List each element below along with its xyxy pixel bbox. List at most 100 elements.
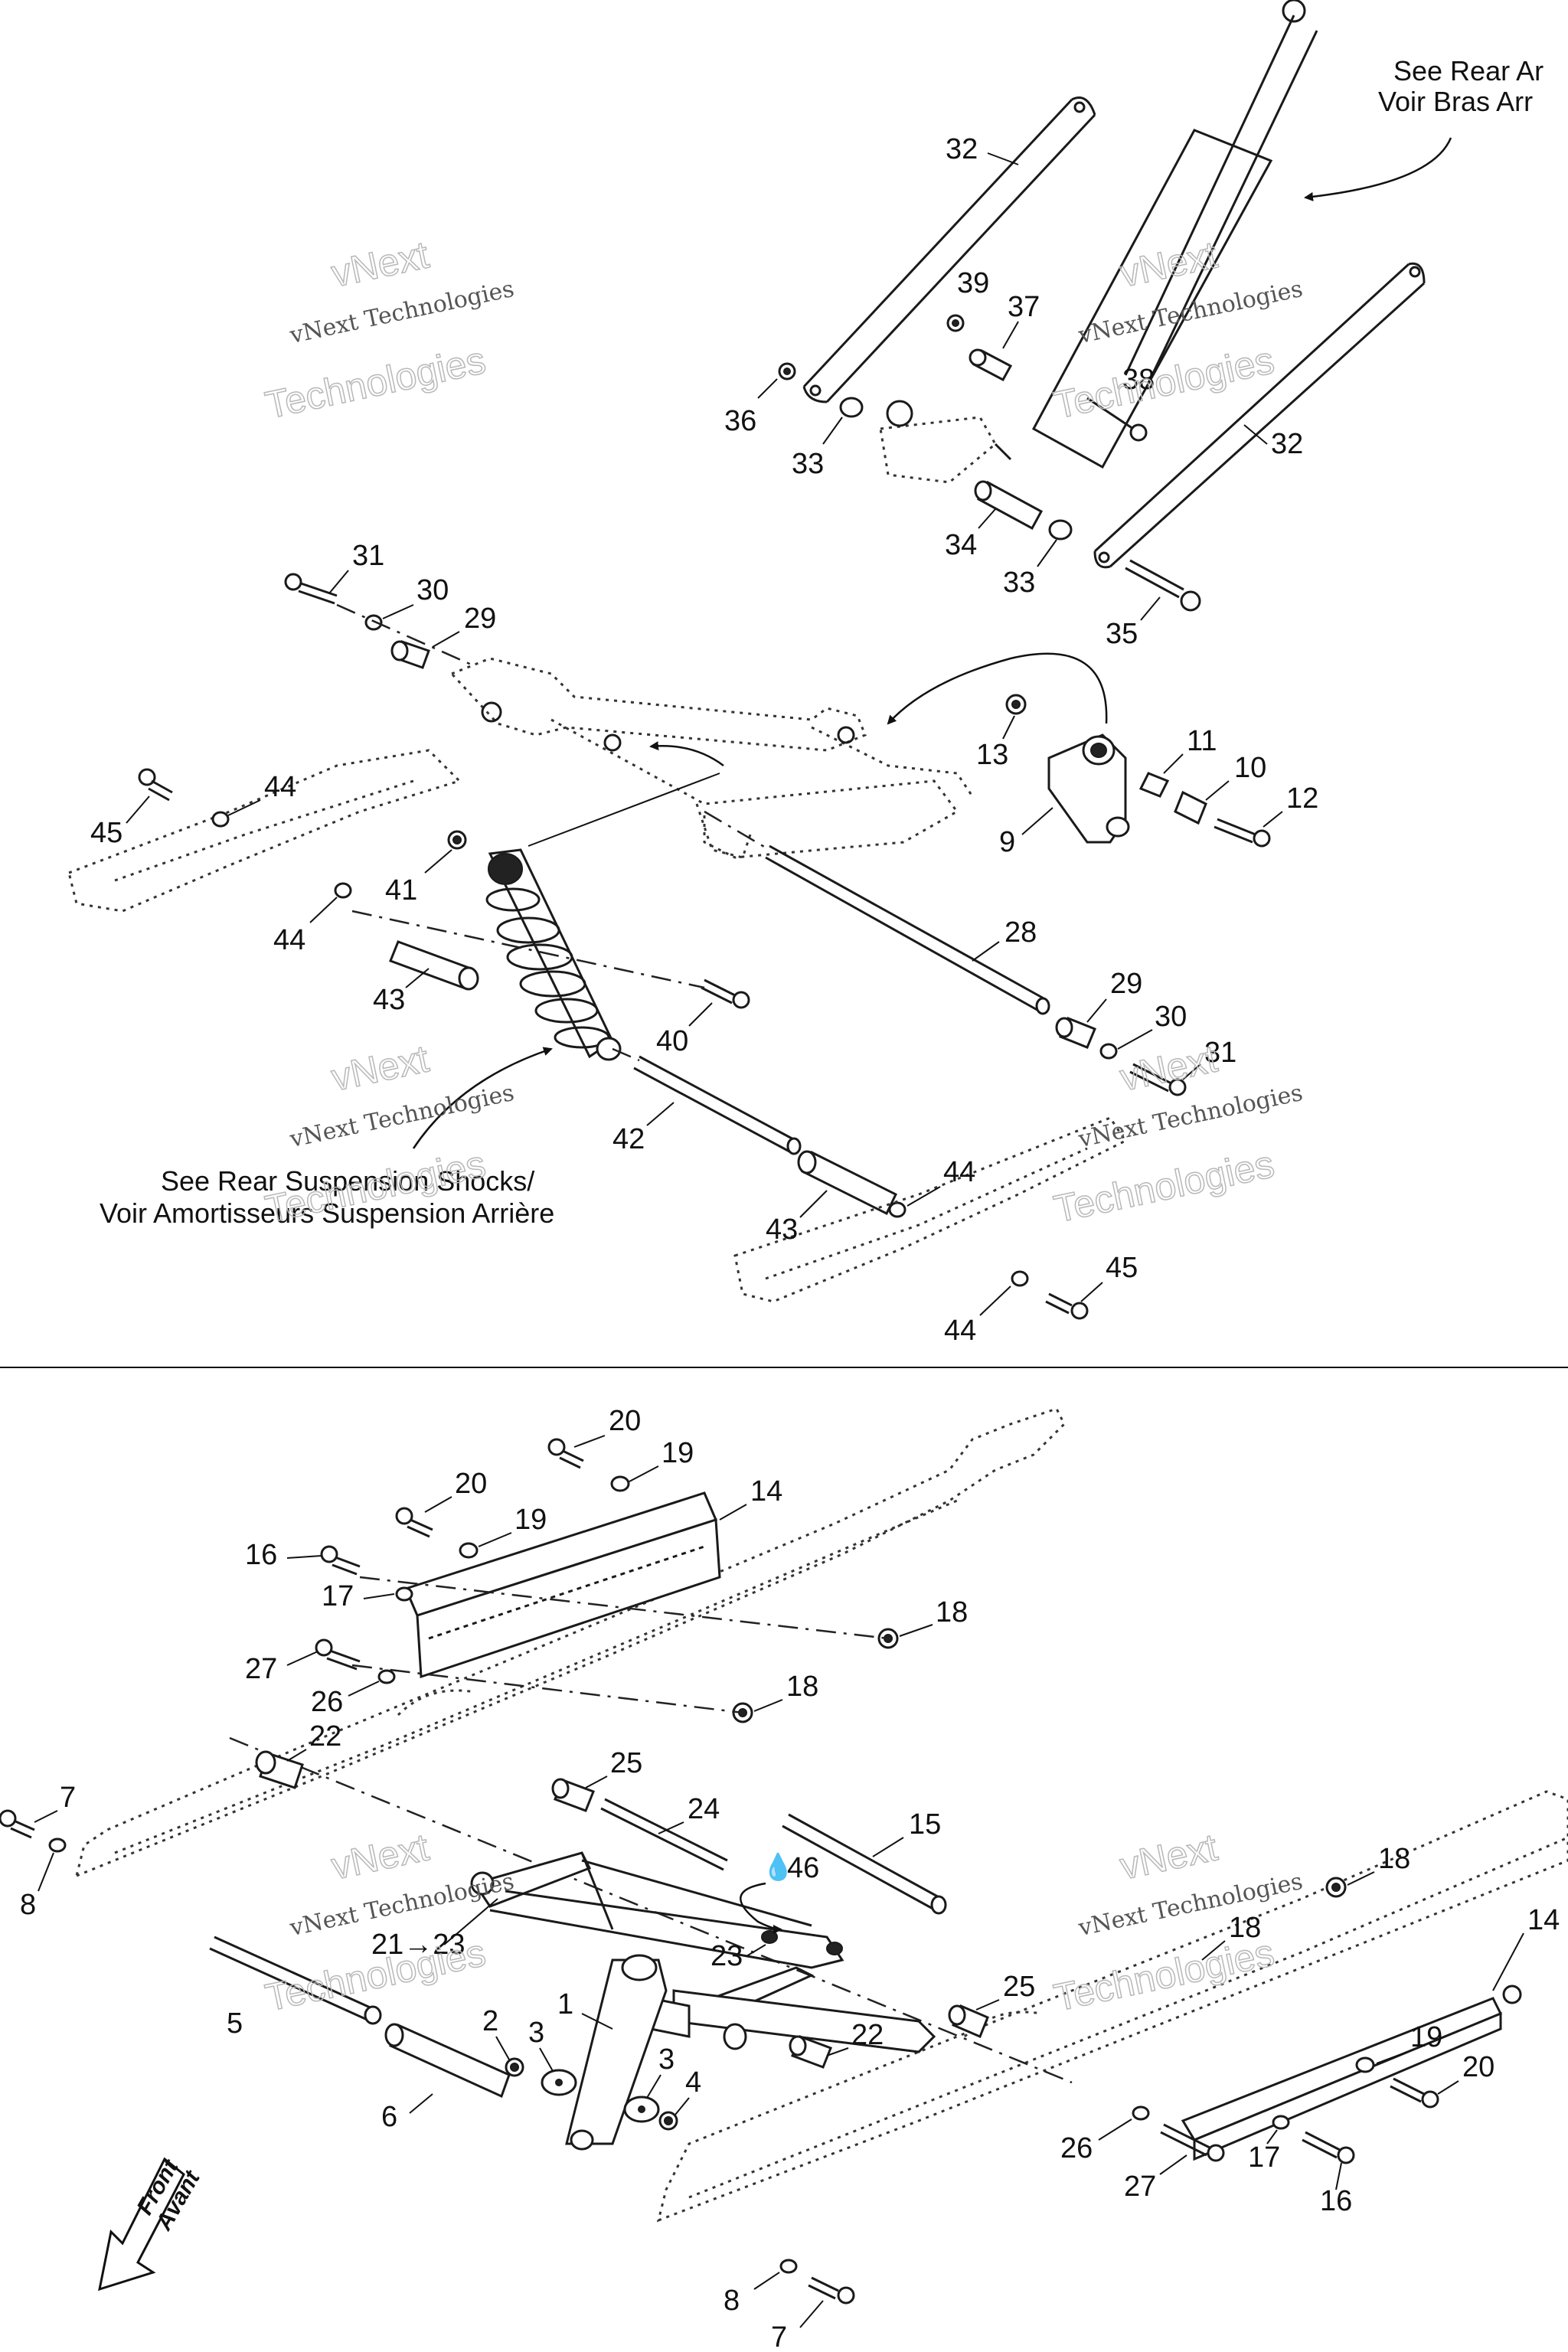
callout-20a: 20 [609,1405,641,1437]
watermark-1: vNext vNext Technologies Technologies [261,233,517,428]
callout-8a: 8 [20,1889,36,1921]
washer-17-a [395,1586,413,1602]
callout-25a: 25 [610,1747,642,1779]
watermark-line: vNext Technologies [1076,1080,1305,1153]
bushing-22-right [789,2035,832,2069]
callout-35: 35 [1106,618,1138,650]
shaft-15 [782,1813,947,1915]
bolt-27-a [315,1638,361,1671]
callout-18b: 18 [786,1671,818,1703]
bolt-35 [1125,559,1201,612]
note-rear-arm-line2: Voir Bras Arr [1378,86,1533,117]
rear-arm-middle-assembly: 31 30 29 13 11 10 12 9 44 45 41 44 28 43… [67,540,1318,1347]
nut-18-c [1325,1877,1347,1898]
bushing-22-left [255,1750,304,1789]
bracket-9 [1047,733,1130,844]
callout-26a: 26 [311,1686,343,1718]
slide-rail-lower-assembly: 💧 Front Avant 20 19 [0,1405,1568,2352]
bolt-31-right [1129,1063,1187,1096]
callout-11: 11 [1187,725,1217,757]
washer-44-upper [211,811,230,828]
callout-43a: 43 [373,984,405,1016]
callout-23: 23 [710,1940,743,1972]
callout-3b: 3 [658,2043,675,2076]
callout-45a: 45 [90,817,122,849]
callout-8b: 8 [724,2285,740,2317]
front-direction-arrow: Front Avant [98,2154,206,2292]
callout-17b: 17 [1248,2141,1280,2174]
note-rear-arm-line1: See Rear Ar [1393,55,1544,87]
nut-4 [658,2111,678,2131]
washer-30-left [364,614,383,631]
callout-18c: 18 [1378,1843,1410,1875]
callout-42: 42 [612,1123,645,1155]
sleeve-34 [974,480,1044,531]
watermark-top: vNext [1116,1825,1221,1887]
callout-6: 6 [381,2101,397,2133]
callout-16b: 16 [1320,2185,1352,2217]
bushing-25-upper [551,1778,595,1812]
bolt-7-lower [808,2276,855,2305]
callout-40: 40 [656,1025,688,1057]
spacer-10 [1174,790,1207,825]
callout-45b: 45 [1106,1252,1138,1284]
bolt-31-left [284,573,338,605]
shaft-28 [765,844,1050,1015]
bolt-27-b [1160,2123,1225,2162]
callout-10: 10 [1234,752,1266,784]
callout-18d: 18 [1229,1912,1261,1944]
nut-2 [505,2057,524,2077]
spacer-43-left [389,940,479,991]
washer-33-lower [1048,519,1073,541]
spacer-6 [384,2023,511,2099]
rear-shock-background-part [1031,0,1318,469]
callout-36: 36 [724,405,756,437]
link-rod-32-lower [1093,262,1426,569]
callout-38: 38 [1122,364,1155,396]
slider-14-upper [403,1491,721,1679]
bushing-25-lower [948,2004,989,2038]
watermark-5: vNext vNext Technologies Technologies [261,1825,516,2020]
watermark-line: vNext Technologies [287,276,517,349]
hardware-36 [778,362,796,381]
callout-7a: 7 [60,1782,76,1814]
callout-19c: 19 [1410,2021,1442,2053]
callout-29b: 29 [1110,968,1142,1000]
callout-17a: 17 [322,1580,354,1612]
callout-2: 2 [482,2005,498,2037]
spacer-43-right [797,1150,897,1216]
washer-8-lower [779,2259,798,2274]
callout-30b: 30 [1155,1001,1187,1033]
callout-15: 15 [909,1808,941,1841]
washer-19-c [1355,2056,1375,2073]
bushing-29-right [1055,1017,1096,1049]
center-bracket [879,400,1012,484]
callout-14a: 14 [750,1475,782,1508]
watermark-2: vNext vNext Technologies Technologies [1050,233,1305,428]
callout-18a: 18 [936,1596,968,1628]
callout-3a: 3 [528,2017,544,2049]
callout-9: 9 [999,826,1015,858]
callout-25b: 25 [1003,1971,1035,2003]
watermark-line: vNext Technologies [1076,1868,1305,1942]
callout-20b: 20 [455,1468,487,1500]
nut-39 [946,314,965,332]
washer-44-mid [334,882,352,899]
slide-rail-lower-left [74,1407,1066,1878]
callout-32a: 32 [946,133,978,165]
callout-7b: 7 [771,2321,787,2352]
nut-13 [1005,694,1027,715]
callout-4: 4 [685,2066,701,2099]
washer-8-upper [48,1838,67,1853]
washer-30-right [1099,1043,1118,1060]
watermarks: vNext vNext Technologies Technologies vN… [261,233,1305,2020]
callout-27b: 27 [1124,2171,1156,2203]
callout-33b: 33 [1003,567,1035,599]
callout-27a: 27 [245,1653,277,1685]
callout-41: 41 [385,874,417,906]
watermark-outline: Technologies [1050,1142,1278,1230]
callout-32b: 32 [1271,428,1303,460]
callout-34: 34 [945,529,977,561]
bracket-arrow [887,652,1108,725]
bolt-45-lower [1045,1292,1089,1320]
